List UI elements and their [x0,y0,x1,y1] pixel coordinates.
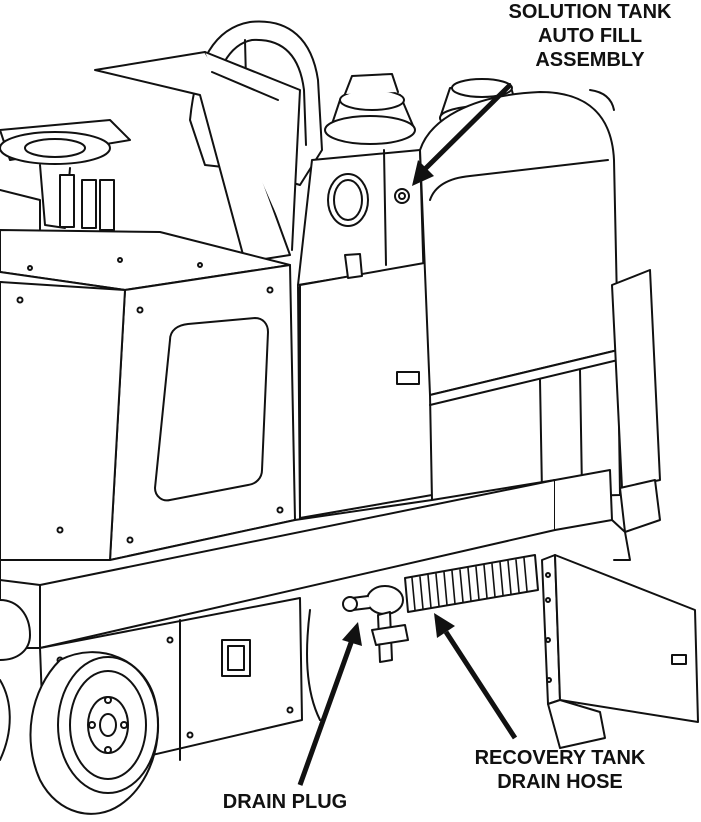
callout-line: ASSEMBLY [535,49,645,71]
steering-column [0,119,131,241]
drain-plug-assembly [306,585,409,721]
callout-line: DRAIN HOSE [497,771,623,793]
rear-fender [611,269,661,533]
center-tank [297,149,433,519]
callout-line: AUTO FILL [537,25,643,47]
callout-drain-plug: DRAIN PLUG [205,790,365,814]
side-wheel [0,599,31,761]
leader-arrow-drain [297,622,362,786]
frame-bar [0,469,613,649]
left-side-panel [0,264,296,561]
callout-line: DRAIN PLUG [222,791,348,813]
callout-line: SOLUTION TANK [508,1,672,23]
leader-arrow-solution [412,83,512,186]
front-wheel [29,651,159,815]
drain-hose [404,554,539,613]
callout-recovery-tank: RECOVERY TANK DRAIN HOSE [447,746,673,794]
hood-cover [94,51,301,263]
rear-bumper [547,519,631,749]
leader-arrow-recovery [434,613,518,740]
access-door [541,554,699,723]
recovery-tank-body [419,89,621,501]
callout-solution-tank: SOLUTION TANK AUTO FILL ASSEMBLY [482,0,698,72]
callout-line: RECOVERY TANK [474,747,646,769]
